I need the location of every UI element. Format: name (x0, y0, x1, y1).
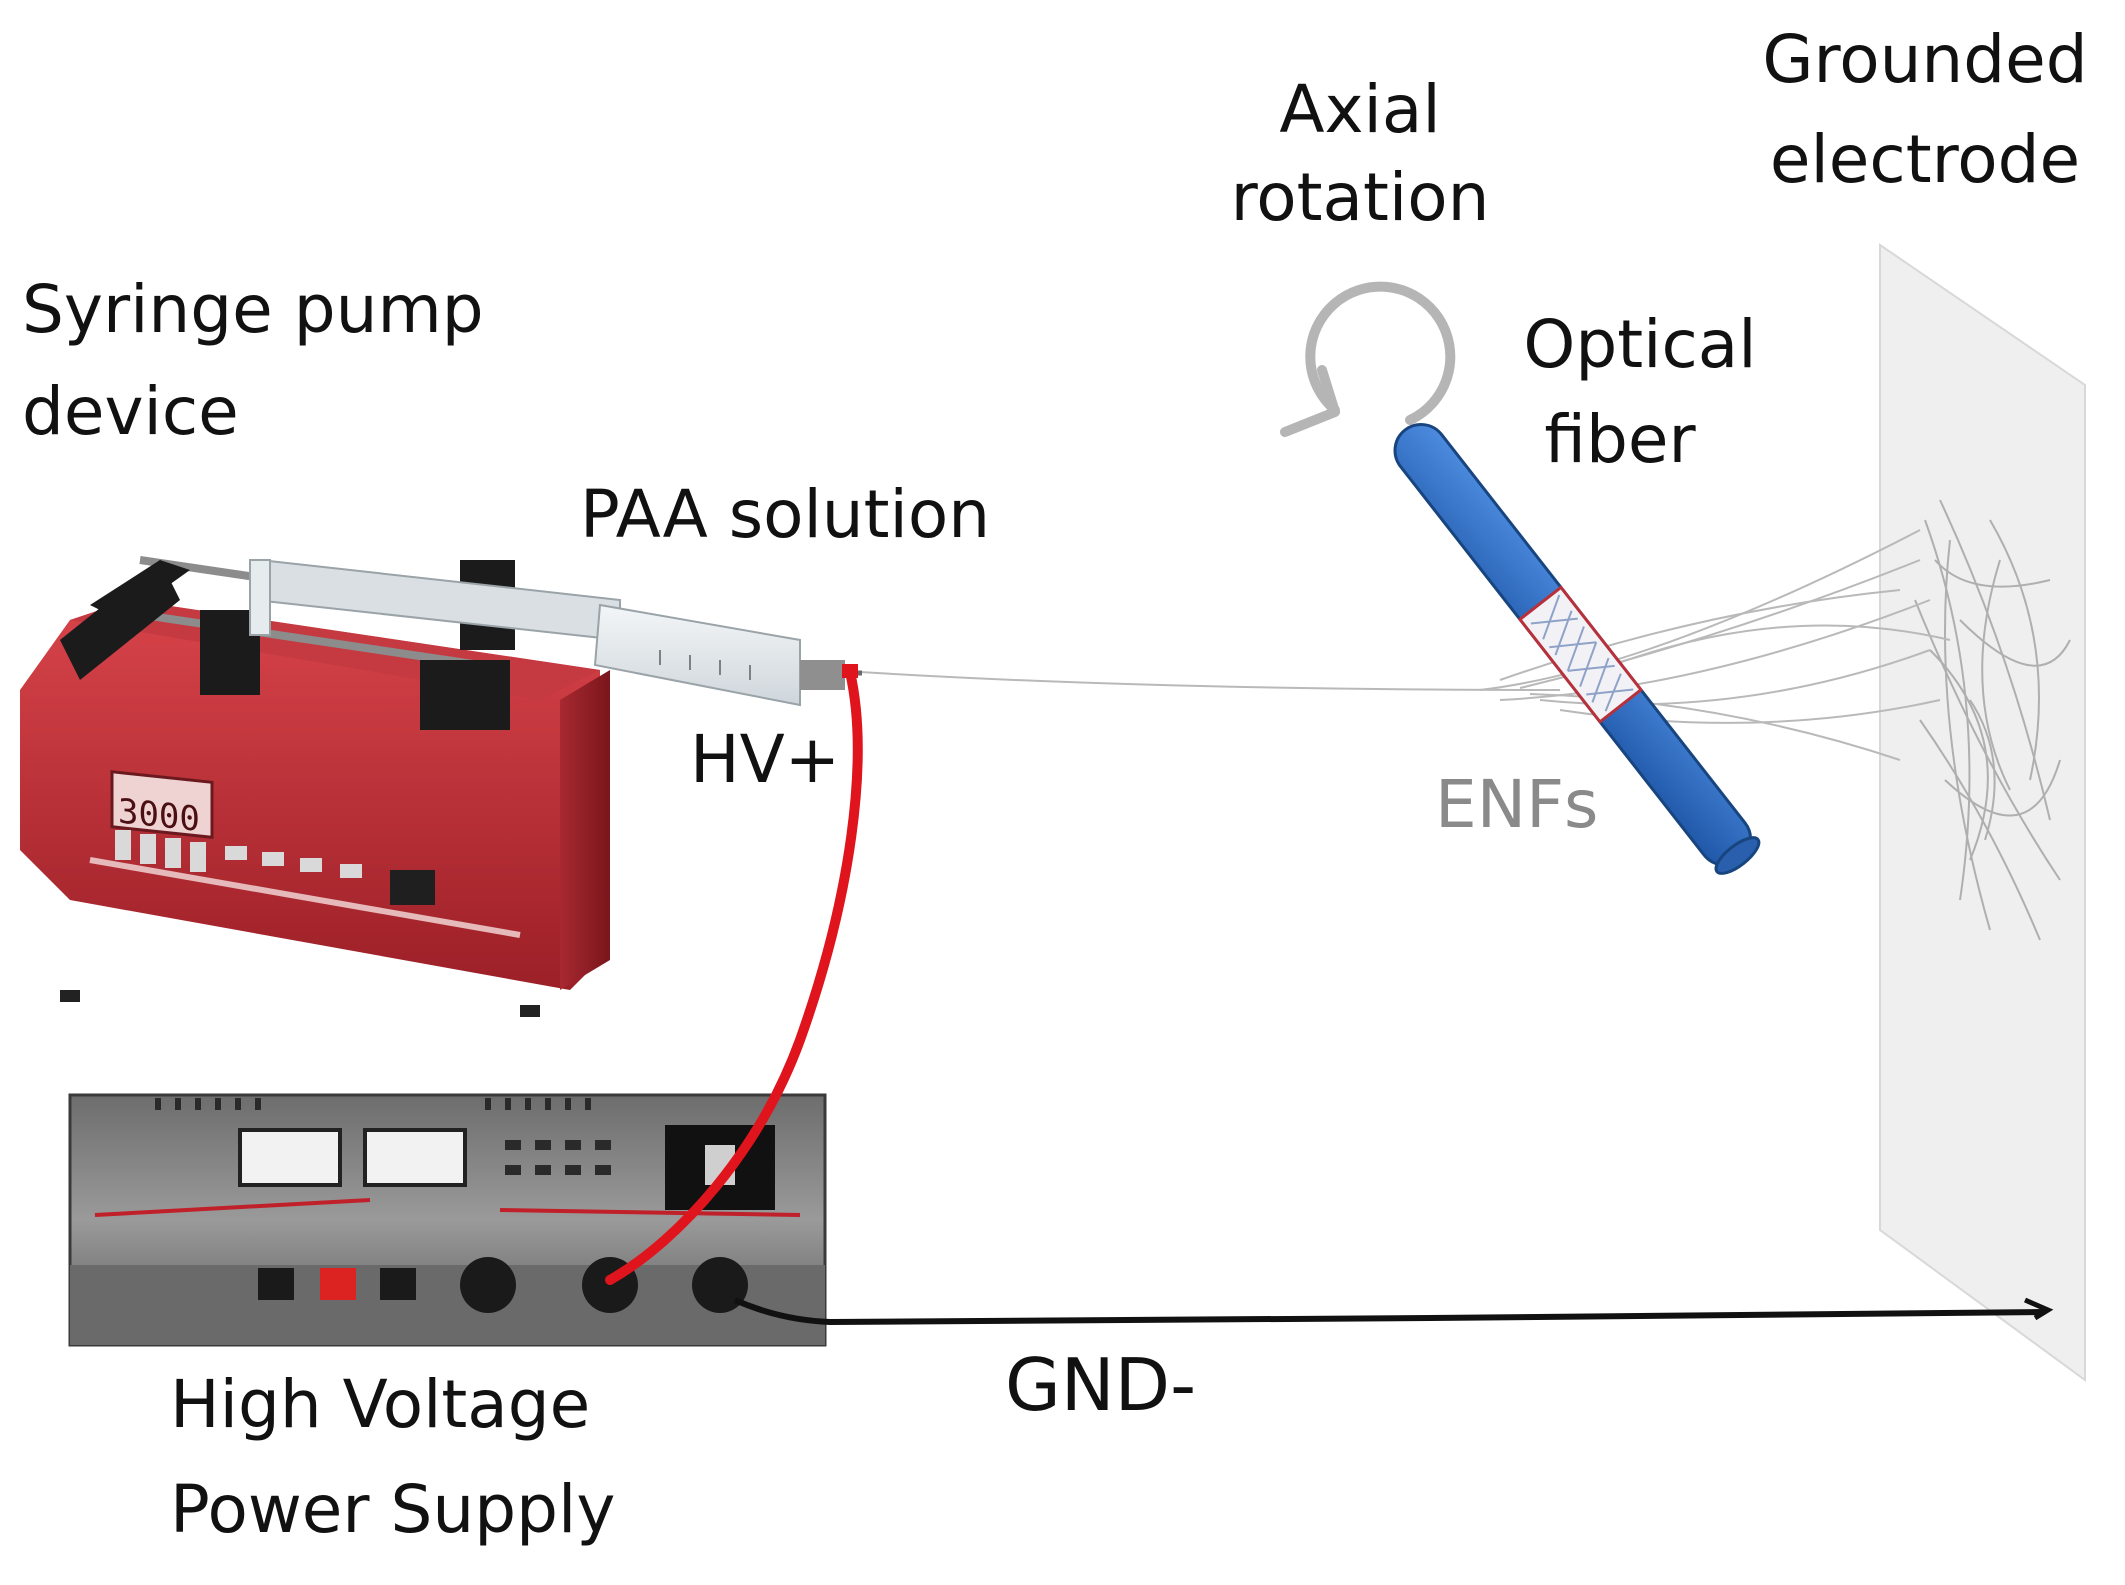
circular-arrow-icon (1280, 281, 1456, 437)
syringe-pump-label-line2: device (22, 373, 239, 450)
grounded-electrode-label-line2: electrode (1769, 121, 2081, 198)
gnd-cable (733, 1297, 2046, 1326)
axial-rotation-label-line2: rotation (1230, 159, 1490, 236)
optical-fiber-label-line1: Optical (1523, 306, 1757, 383)
grounded-electrode-label-line1: Grounded (1762, 21, 2088, 98)
syringe-pump-label-line1: Syringe pump (22, 271, 484, 348)
axial-rotation-label-line1: Axial (1279, 71, 1441, 148)
hv-plus-label: HV+ (690, 721, 841, 798)
pump-display-value: 3000 (118, 791, 200, 839)
power-supply-label-line2: Power Supply (170, 1471, 616, 1548)
high-voltage-power-supply (68, 1093, 827, 1347)
enf-jet-threads (859, 529, 1951, 761)
gnd-minus-label: GND- (1005, 1343, 1197, 1427)
syringe-pump-device: 3000 (20, 556, 862, 1017)
paa-solution-label: PAA solution (580, 476, 991, 553)
optical-fiber (1393, 422, 1761, 875)
grounded-electrode-plate (1879, 243, 2086, 1382)
power-supply-label-line1: High Voltage (170, 1366, 591, 1443)
optical-fiber-label-line2: fiber (1544, 401, 1696, 478)
enfs-label: ENFs (1435, 766, 1599, 843)
hv-cable (605, 667, 863, 1285)
